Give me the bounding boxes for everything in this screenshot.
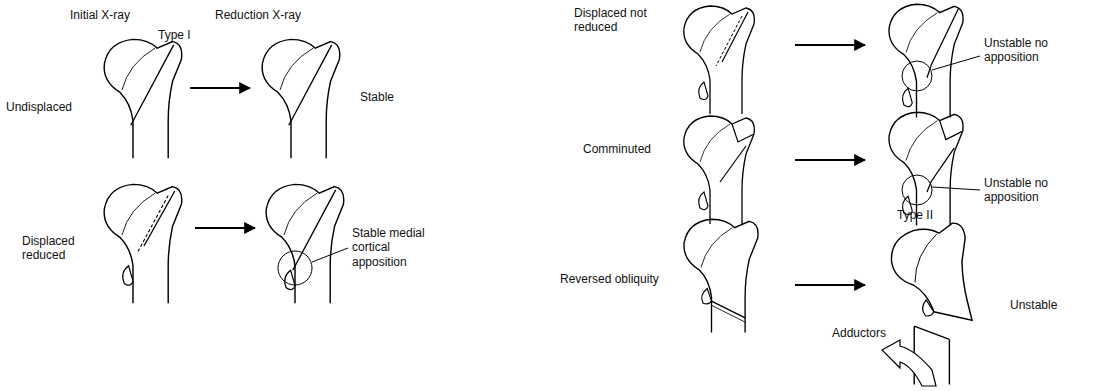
femur-drawing <box>889 112 963 225</box>
text-label: Undisplaced <box>6 100 72 114</box>
femur-drawing <box>104 39 182 158</box>
text-label: Type II <box>897 208 933 222</box>
femur-drawing <box>104 184 182 303</box>
apposition-circle <box>278 248 348 285</box>
femur-drawing <box>262 39 340 158</box>
text-label: Displaced not reduced <box>574 6 648 35</box>
no-apposition-circle <box>902 175 980 205</box>
femur-drawing <box>266 184 344 303</box>
femur-drawing <box>684 116 755 224</box>
text-label: Stable medial cortical apposition <box>352 226 448 269</box>
femur-drawing <box>684 219 758 332</box>
text-label: Reversed obliquity <box>560 272 659 286</box>
text-label: Comminuted <box>583 142 651 156</box>
femur-drawing <box>684 6 755 114</box>
femur-drawing <box>889 4 963 117</box>
text-label: Unstable no apposition <box>984 36 1074 65</box>
text-label: Stable <box>360 90 394 104</box>
text-label: Reduction X-ray <box>215 8 301 22</box>
text-label: Displaced reduced <box>22 234 94 263</box>
text-label: Adductors <box>832 326 886 340</box>
text-label: Type I <box>158 28 191 42</box>
text-label: Initial X-ray <box>70 8 130 22</box>
adductor-arrow <box>882 340 936 386</box>
flow-arrows <box>190 45 865 285</box>
text-label: Unstable no apposition <box>984 176 1074 205</box>
no-apposition-circle <box>902 56 980 91</box>
text-label: Unstable <box>1010 298 1057 312</box>
